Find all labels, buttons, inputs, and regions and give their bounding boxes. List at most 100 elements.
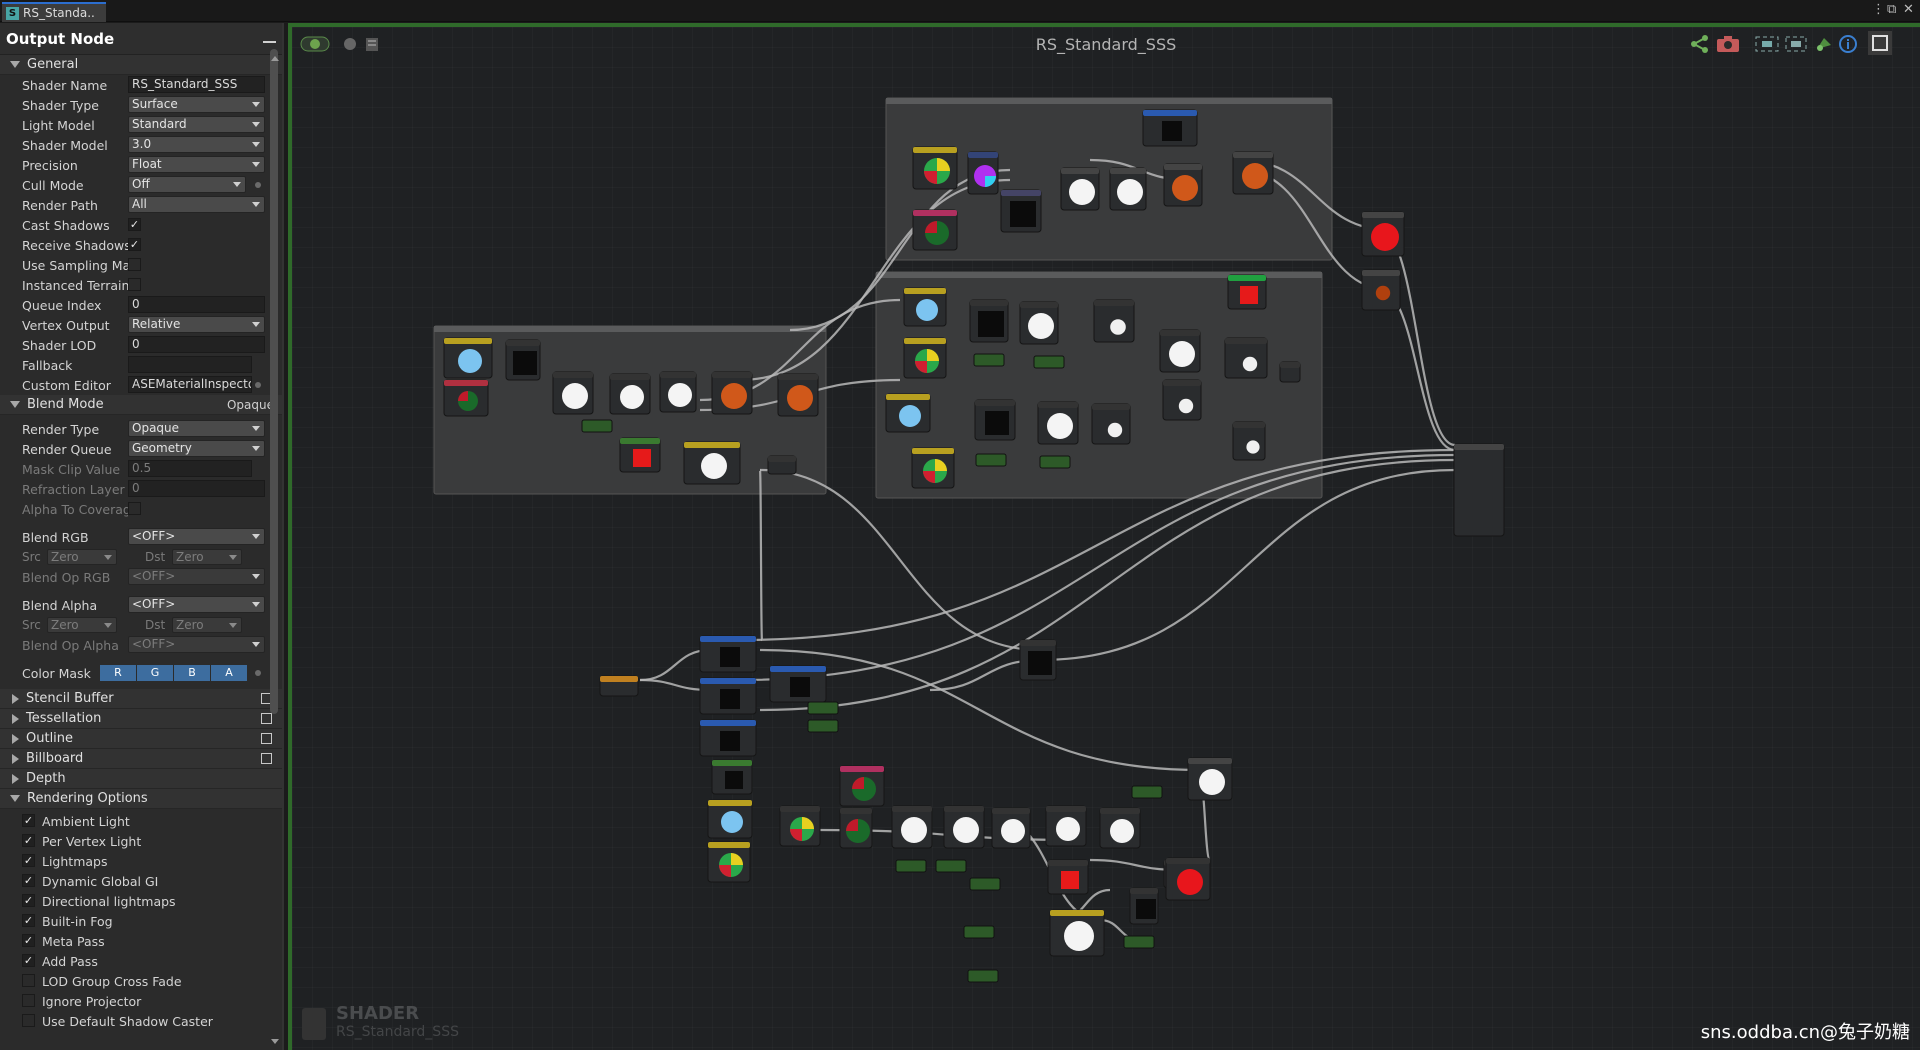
preview-sphere [1172, 175, 1198, 201]
material-icon[interactable] [1814, 35, 1834, 53]
rendering-option-checkbox[interactable]: ✓ [22, 914, 35, 927]
instanced-terrain-checkbox[interactable] [128, 278, 141, 291]
live-mode-icon[interactable] [300, 35, 330, 53]
section-depth[interactable]: Depth [0, 769, 282, 789]
rendering-option-checkbox[interactable]: ✓ [22, 874, 35, 887]
rendering-option-checkbox[interactable] [22, 974, 35, 987]
rendering-option-checkbox[interactable] [22, 1014, 35, 1027]
blend-op-rgb-dropdown[interactable]: <OFF> [128, 568, 265, 585]
screenshot-camera-icon[interactable] [1716, 35, 1740, 53]
rendering-option-checkbox[interactable]: ✓ [22, 854, 35, 867]
collapse-arrow-icon [12, 693, 19, 704]
rendering-option-checkbox[interactable]: ✓ [22, 834, 35, 847]
enable-toggle[interactable] [261, 713, 272, 724]
blend-rgb-dropdown[interactable]: <OFF> [128, 528, 265, 545]
shader-lod-field[interactable]: 0 [128, 336, 265, 353]
tab-shader[interactable]: S RS_Standa.. [2, 2, 106, 22]
section-billboard[interactable]: Billboard [0, 749, 282, 769]
precision-dropdown[interactable]: Float [128, 156, 265, 173]
dst-alpha-dropdown[interactable]: Zero [172, 617, 242, 633]
link-dot-icon[interactable] [255, 382, 261, 388]
shader-node-header [1280, 362, 1300, 368]
shader-node-header [610, 374, 650, 380]
alpha-coverage-checkbox[interactable] [128, 502, 141, 515]
blend-mode-value[interactable]: Opaque [226, 397, 274, 412]
rendering-option-checkbox[interactable]: ✓ [22, 894, 35, 907]
src-alpha-dropdown[interactable]: Zero [47, 617, 117, 633]
preview-sphere-icon[interactable] [342, 35, 358, 53]
link-dot-icon[interactable] [255, 670, 261, 676]
enable-toggle[interactable] [261, 753, 272, 764]
rendering-option-checkbox[interactable] [22, 994, 35, 1007]
link-dot-icon[interactable] [255, 182, 261, 188]
shader-name-field[interactable]: RS_Standard_SSS [128, 76, 265, 93]
shader-node-header [444, 338, 492, 344]
mask-clip-field[interactable]: 0.5 [128, 460, 252, 477]
shader-node-header [1166, 858, 1210, 864]
cull-mode-dropdown[interactable]: Off [128, 176, 246, 193]
src-rgb-dropdown[interactable]: Zero [47, 549, 117, 565]
shader-node-header [708, 800, 752, 806]
row-blend-rgb: Blend RGB<OFF> [0, 527, 282, 547]
focus-selection-icon[interactable] [1754, 35, 1780, 53]
section-outline[interactable]: Outline [0, 729, 282, 749]
section-tessellation[interactable]: Tessellation [0, 709, 282, 729]
minimize-icon[interactable] [263, 40, 276, 43]
maximize-icon[interactable] [1868, 31, 1892, 55]
shader-node-header [1164, 164, 1202, 170]
restore-icon[interactable]: ⧉ [1887, 2, 1897, 17]
scroll-down-icon[interactable] [271, 1039, 279, 1044]
blend-op-alpha-dropdown[interactable]: <OFF> [128, 636, 265, 653]
section-rendering-options[interactable]: Rendering Options [0, 789, 282, 809]
property-chip [1131, 785, 1163, 799]
share-icon[interactable] [1690, 35, 1710, 53]
render-queue-dropdown[interactable]: Geometry [128, 440, 265, 457]
rendering-option-checkbox[interactable]: ✓ [22, 954, 35, 967]
vertex-output-dropdown[interactable]: Relative [128, 316, 265, 333]
shader-node-header [1233, 422, 1265, 428]
cast-shadows-checkbox[interactable]: ✓ [128, 218, 141, 231]
close-icon[interactable]: ✕ [1903, 2, 1914, 17]
clean-icon[interactable] [364, 35, 380, 53]
tab-label: RS_Standa.. [23, 6, 95, 20]
custom-editor-field[interactable]: ASEMaterialInspecto [128, 376, 252, 393]
shader-node-header [968, 152, 998, 158]
property-chip [581, 419, 613, 433]
panel-scrollbar[interactable] [270, 49, 278, 714]
refraction-field[interactable]: 0 [128, 480, 265, 497]
mask-r-button[interactable]: R [100, 665, 137, 681]
section-general[interactable]: General [0, 55, 282, 75]
queue-index-field[interactable]: 0 [128, 296, 265, 313]
shader-node-header [975, 400, 1015, 406]
preview-swatch [725, 771, 743, 789]
shader-node-header [912, 448, 954, 454]
rendering-option-checkbox[interactable]: ✓ [22, 814, 35, 827]
info-icon[interactable] [1838, 35, 1858, 53]
mask-b-button[interactable]: B [174, 665, 211, 681]
receive-shadows-checkbox[interactable]: ✓ [128, 238, 141, 251]
blend-alpha-dropdown[interactable]: <OFF> [128, 596, 265, 613]
enable-toggle[interactable] [261, 733, 272, 744]
section-stencil-buffer[interactable]: Stencil Buffer [0, 689, 282, 709]
dst-rgb-dropdown[interactable]: Zero [172, 549, 242, 565]
shader-model-dropdown[interactable]: 3.0 [128, 136, 265, 153]
mask-a-button[interactable]: A [211, 665, 248, 681]
use-sampling-checkbox[interactable] [128, 258, 141, 271]
render-type-dropdown[interactable]: Opaque [128, 420, 265, 437]
fallback-field[interactable] [128, 356, 252, 373]
fit-view-icon[interactable] [1784, 35, 1808, 53]
rendering-option-checkbox[interactable]: ✓ [22, 934, 35, 947]
color-mask-toggles: R G B A [100, 665, 248, 681]
light-model-dropdown[interactable]: Standard [128, 116, 265, 133]
collapse-arrow-icon [12, 773, 19, 784]
node-graph-canvas[interactable]: RS_Standard_SSS SHADER RS_Standard_SSS s… [288, 23, 1920, 1050]
property-chip [973, 353, 1005, 367]
row-instanced-terrain: Instanced Terrain [0, 275, 282, 295]
scroll-up-icon[interactable] [271, 56, 279, 61]
mask-g-button[interactable]: G [137, 665, 174, 681]
render-path-dropdown[interactable]: All [128, 196, 265, 213]
shader-type-dropdown[interactable]: Surface [128, 96, 265, 113]
more-icon[interactable]: ⋮ [1872, 2, 1885, 17]
